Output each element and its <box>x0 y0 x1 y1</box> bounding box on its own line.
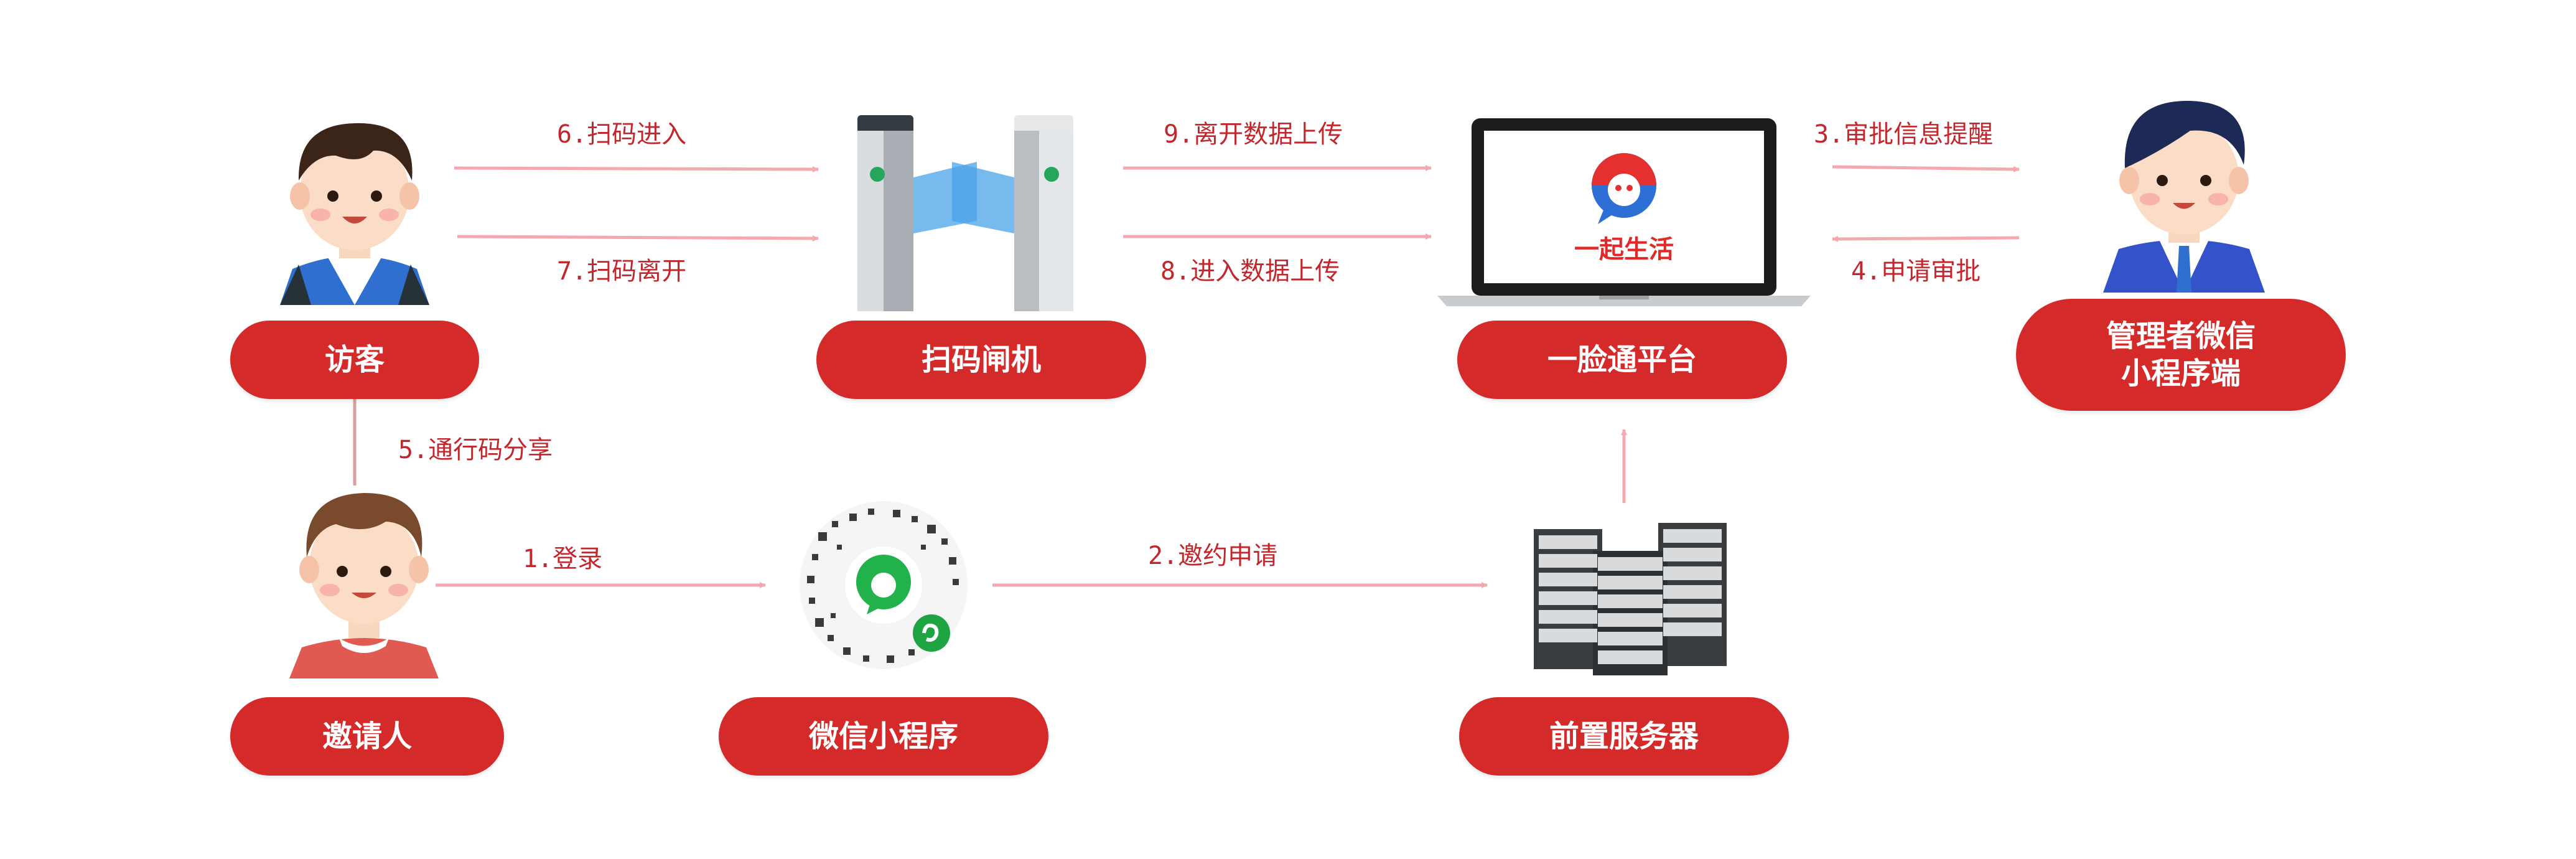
node-miniprogram: 微信小程序 <box>719 697 1048 776</box>
arrow-scan-leave <box>457 235 819 242</box>
node-miniprogram-label: 微信小程序 <box>808 719 958 754</box>
laptop-icon <box>1437 118 1811 306</box>
flow-label-approval-notify: 3.审批信息提醒 <box>1814 120 1994 149</box>
node-visitor: 访客 <box>230 321 479 399</box>
flow-label-apply-approve: 4.申请审批 <box>1851 257 1981 286</box>
flow-label-scan-enter: 6.扫码进入 <box>557 120 687 149</box>
node-gate: 扫码闸机 <box>816 321 1146 399</box>
node-visitor-label: 访客 <box>324 342 385 377</box>
admin-person-icon <box>2103 100 2265 293</box>
flow-label-login: 1.登录 <box>523 545 603 573</box>
arrow-approval-notify <box>1832 165 2020 172</box>
server-rack-icon <box>1534 523 1727 675</box>
platform-logo-icon <box>1592 153 1656 224</box>
platform-logo-text: 一起生活 <box>1574 235 1674 264</box>
mini-program-code-icon <box>800 501 968 669</box>
node-inviter: 邀请人 <box>230 697 504 776</box>
node-server: 前置服务器 <box>1459 697 1789 776</box>
arrow-apply-approve <box>1832 235 2020 242</box>
flow-label-leave-upload: 9.离开数据上传 <box>1164 120 1343 149</box>
flow-label-enter-upload: 8.进入数据上传 <box>1160 257 1340 286</box>
inviter-person-icon <box>289 493 439 678</box>
node-platform-label: 一脸通平台 <box>1547 342 1697 377</box>
flow-label-code-share: 5.通行码分享 <box>398 436 553 464</box>
node-admin: 管理者微信 小程序端 <box>2016 299 2346 411</box>
node-admin-label: 管理者微信 小程序端 <box>2106 317 2256 392</box>
turnstile-gate-icon <box>857 115 1073 311</box>
node-gate-label: 扫码闸机 <box>921 342 1041 377</box>
node-admin-label-line2: 小程序端 <box>2121 356 2241 391</box>
node-inviter-label: 邀请人 <box>322 719 412 754</box>
visitor-person-icon <box>280 123 429 305</box>
arrow-scan-enter <box>454 166 819 172</box>
node-platform: 一脸通平台 <box>1457 321 1787 399</box>
flow-label-invite-request: 2.邀约申请 <box>1148 542 1278 570</box>
flow-label-scan-leave: 7.扫码离开 <box>557 257 687 286</box>
node-server-label: 前置服务器 <box>1549 719 1699 754</box>
node-admin-label-line1: 管理者微信 <box>2106 319 2256 354</box>
